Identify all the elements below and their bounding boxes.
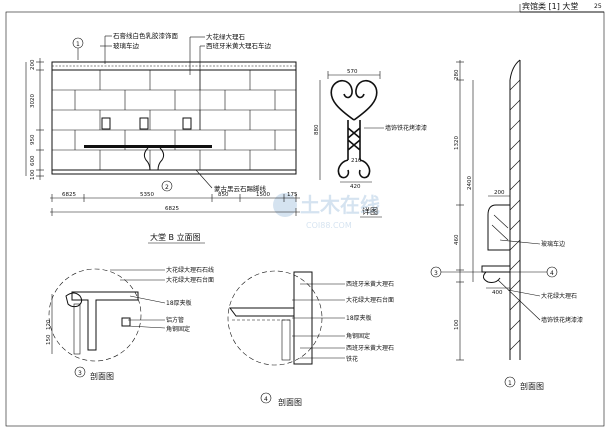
dim-sec1: 1320 xyxy=(454,136,460,150)
watermark-site: COI88.COM xyxy=(306,221,352,230)
watermark-brand: 土木在线 xyxy=(300,193,380,217)
callout-sec3: 角钢固定 xyxy=(166,325,190,333)
dim-detail-bottom: 420 xyxy=(350,184,361,190)
marble-shelf xyxy=(84,145,212,148)
side-marker-label: 3 xyxy=(434,270,438,277)
callout-sec4: 铁花 xyxy=(346,355,358,363)
dim-sec1: 100 xyxy=(454,319,460,330)
dim-left: 3020 xyxy=(30,94,36,108)
dim-left: 100 xyxy=(30,169,36,180)
callout-sec1: 大花绿大理石 xyxy=(541,292,577,300)
detail-title: 详图 xyxy=(362,206,378,216)
dim-bottom: 5350 xyxy=(140,192,154,198)
section-4-marker xyxy=(260,392,272,404)
section-4-title: 剖面图 xyxy=(278,397,302,407)
dim-sec1: 460 xyxy=(454,234,460,245)
section-3-title: 剖面图 xyxy=(90,371,114,381)
wall-niche xyxy=(139,117,149,130)
callout-sec1: 墙饰铁花烤漆漆 xyxy=(541,316,583,324)
wall-hatch xyxy=(509,79,521,351)
iron-bracket-section xyxy=(482,271,501,283)
dim-bottom: 6825 xyxy=(62,192,76,198)
dim-bottom: 175 xyxy=(287,192,298,198)
iron-bracket xyxy=(143,147,165,171)
wall-niche xyxy=(182,117,192,130)
dim-sec3: 120 xyxy=(46,319,52,330)
square-tube xyxy=(121,317,131,327)
dim-sec1: 280 xyxy=(454,69,460,80)
marble-slab-section xyxy=(71,291,139,351)
section-1-view: 280 1320 2400 460 400 200 100 3 4 玻璃车边 大… xyxy=(430,59,583,391)
watermark-logo-icon xyxy=(273,193,297,217)
section-marker-2 xyxy=(161,180,173,192)
callout-skirting: 蒙古黑云石踢脚线 xyxy=(214,184,267,193)
section-1-marker xyxy=(504,376,516,388)
callout-glass: 玻璃车边 xyxy=(113,41,140,50)
dim-detail-inner: 210 xyxy=(351,158,362,164)
elevation-title: 大堂 B 立面图 xyxy=(150,232,201,242)
detail-callout: 墙饰铁花烤漆漆 xyxy=(385,124,427,132)
callout-sec4: 西班牙米黄大理石 xyxy=(346,280,394,288)
bottom-dimension-lines xyxy=(50,194,300,216)
stone-molding-profile xyxy=(65,292,83,308)
section-3-view: 大花绿大理石石线 大花绿大理石台面 18厚夹板 铝方管 角钢固定 120 150… xyxy=(46,266,214,381)
plywood-layer xyxy=(73,303,81,355)
mirror-panel xyxy=(487,204,510,251)
callout-gypsum: 石膏线白色乳胶漆饰面 xyxy=(113,31,179,40)
countertop-section xyxy=(229,307,295,317)
dim-detail-height: 880 xyxy=(314,124,320,135)
dim-sec1: 400 xyxy=(492,290,503,296)
watermark: 土木在线 COI88.COM xyxy=(273,193,380,230)
section-marker-2-label: 2 xyxy=(165,184,169,191)
section-marker-1-label: 1 xyxy=(76,41,80,48)
section-1-title: 剖面图 xyxy=(520,381,544,391)
callout-sec3: 18厚夹板 xyxy=(166,299,192,307)
plywood-layer xyxy=(281,319,291,361)
section-4-view: 西班牙米黄大理石 大花绿大理石台面 18厚夹板 角钢固定 西班牙米黄大理石 铁花… xyxy=(227,270,394,407)
callout-sec4: 18厚夹板 xyxy=(346,314,372,322)
dim-detail-top: 570 xyxy=(347,69,358,75)
detail-circle xyxy=(48,268,142,362)
dim-sec3: 150 xyxy=(46,334,52,345)
dim-overall: 6825 xyxy=(165,206,179,212)
left-dimension-lines xyxy=(25,58,44,180)
elevation-view: 1 2 石膏线白色乳胶漆饰面 玻璃车边 大花绿大理石 西班牙米黄大理石车边 蒙古… xyxy=(25,31,300,244)
dim-left: 600 xyxy=(30,155,36,166)
marble-course-lines xyxy=(52,70,296,170)
callout-sec3: 铝方管 xyxy=(166,316,184,324)
detail-view: 570 880 210 420 墙饰铁花烤漆漆 详图 xyxy=(314,69,427,218)
marble-shelf-section xyxy=(481,265,511,273)
iron-bracket-ornament xyxy=(330,79,378,179)
drawing-frame xyxy=(5,11,605,427)
callout-sec3: 大花绿大理石石线 xyxy=(166,266,214,274)
dim-bottom: 850 xyxy=(218,192,229,198)
section-1-dimensions xyxy=(456,60,510,361)
section-4-marker-label: 4 xyxy=(264,396,268,403)
elevation-leaders xyxy=(100,35,213,189)
section-1-marker-label: 1 xyxy=(508,380,512,387)
callout-sec4: 角钢固定 xyxy=(346,332,370,340)
header-category: 宾馆类 [1] 大堂 xyxy=(522,1,578,11)
callout-sec1: 玻璃车边 xyxy=(541,240,565,248)
side-marker-label: 4 xyxy=(550,270,554,277)
dim-left: 200 xyxy=(30,59,36,70)
callout-green-marble: 大花绿大理石 xyxy=(206,32,246,41)
callout-beige-marble: 西班牙米黄大理石车边 xyxy=(206,41,272,50)
dim-sec1: 2400 xyxy=(467,176,473,190)
dim-left: 950 xyxy=(30,134,36,145)
page-number: 25 xyxy=(594,3,602,10)
callout-sec4: 西班牙米黄大理石 xyxy=(346,344,394,352)
dim-sec1: 200 xyxy=(494,190,505,196)
cornice-profile xyxy=(509,59,521,81)
section-3-marker-label: 3 xyxy=(78,370,82,377)
wall-niche xyxy=(101,117,111,130)
section-3-marker xyxy=(74,366,86,378)
callout-sec4: 大花绿大理石台面 xyxy=(346,296,394,304)
dim-bottom: 1500 xyxy=(256,192,270,198)
callout-sec3: 大花绿大理石台面 xyxy=(166,276,214,284)
